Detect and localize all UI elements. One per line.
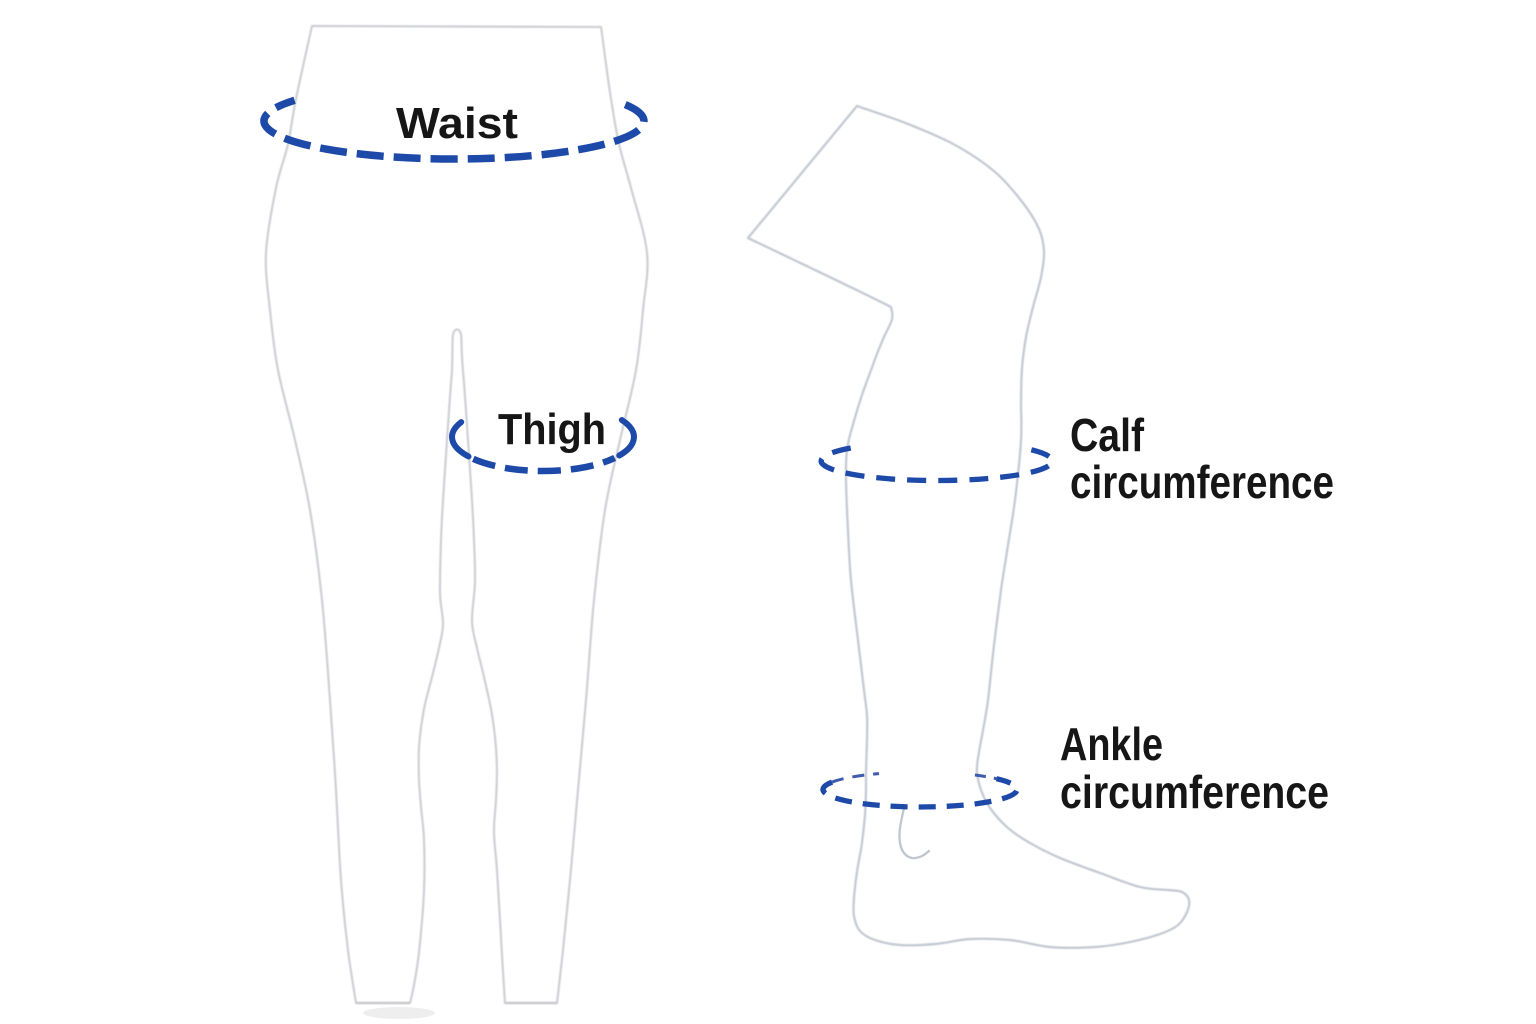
- svg-text:Thigh: Thigh: [498, 405, 606, 454]
- svg-text:circumference: circumference: [1060, 766, 1329, 818]
- svg-text:circumference: circumference: [1070, 456, 1334, 508]
- svg-text:Waist: Waist: [396, 99, 518, 148]
- svg-text:Ankle: Ankle: [1060, 718, 1163, 770]
- svg-text:Calf: Calf: [1070, 409, 1145, 461]
